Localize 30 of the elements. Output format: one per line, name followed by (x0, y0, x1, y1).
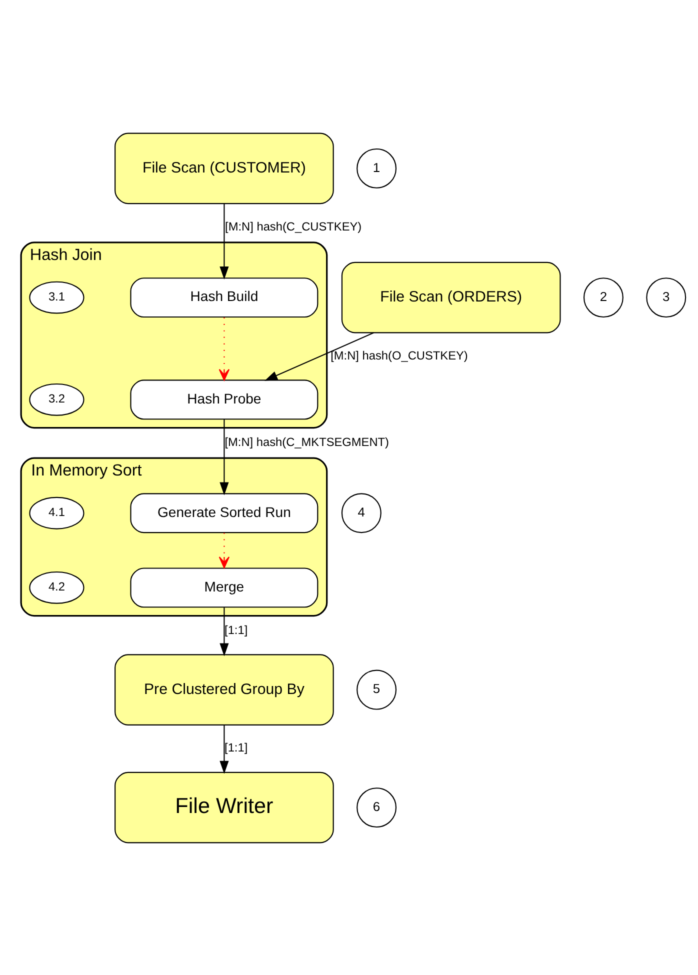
arrow (220, 607, 229, 656)
edge-label: [1:1] (224, 622, 248, 636)
node-ellipse: 3.2 (29, 382, 84, 416)
edge-label: [M:N] hash(C_CUSTKEY) (225, 218, 362, 233)
arrow (220, 418, 229, 495)
node-ellipse: 3.1 (29, 280, 84, 314)
edge-label: [M:N] hash(C_MKTSEGMENT) (224, 434, 390, 448)
node-box: Merge (130, 567, 318, 608)
arrow (220, 724, 229, 774)
node-box: Hash Probe (130, 379, 318, 420)
node-ellipse: 4.1 (29, 496, 84, 529)
node-box: Hash Build (130, 277, 318, 318)
arrow (218, 316, 230, 380)
node-box: File Writer (114, 771, 334, 843)
node-box: File Scan (ORDERS) (341, 261, 561, 333)
node-circle: 5 (356, 669, 397, 710)
arrow (220, 203, 229, 279)
arrow (218, 532, 230, 568)
node-circle: 3 (646, 277, 686, 318)
node-box: Generate Sorted Run (130, 492, 318, 533)
edge-label: [M:N] hash(O_CUSTKEY) (330, 348, 468, 362)
node-circle: 6 (356, 787, 397, 828)
node-box: Pre Clustered Group By (114, 654, 334, 725)
node-box: File Scan (CUSTOMER) (114, 132, 334, 204)
arrow (264, 332, 374, 380)
node-circle: 4 (341, 492, 382, 533)
edge-label: [1:1] (224, 740, 248, 754)
node-circle: 1 (356, 148, 397, 188)
node-circle: 2 (583, 277, 624, 318)
node-ellipse: 4.2 (29, 570, 84, 604)
